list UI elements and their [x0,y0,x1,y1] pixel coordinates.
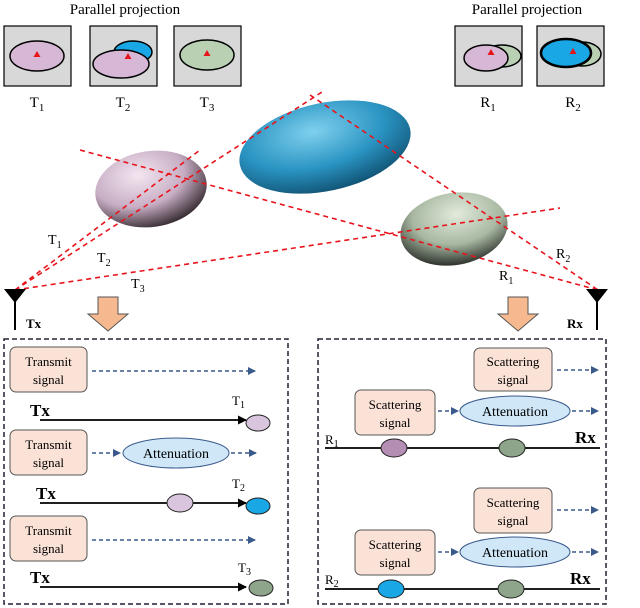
tx-antenna-label: Tx [26,316,42,331]
scatterer-blue [239,100,411,194]
attenuation-label: Attenuation [482,405,548,420]
transmit-signal-box [9,429,88,476]
scatterer-green [400,192,508,266]
transmit-signal-box [9,515,88,562]
projection-label-t3: T3 [200,95,215,114]
center-marker-icon [124,53,132,59]
box-line-1: Scattering [369,537,422,552]
scattering-signal-box [354,529,436,576]
projection-label-r1: R1 [480,95,496,114]
axis-label-tx: Tx [30,568,50,587]
attenuation-label: Attenuation [482,546,548,561]
projection-box-t1 [3,25,72,87]
axis-label-tx: Tx [36,484,56,503]
scatterer-node [498,438,526,458]
attenuation-node [459,536,571,568]
projection-box-t3 [173,25,242,87]
tx-row-2: Transmit signal Attenuation Tx T2 [9,429,271,515]
ray-label-t2: T2 [97,251,111,269]
center-marker-icon [569,48,577,54]
transmit-signal-box [9,346,88,393]
box-line-1: Scattering [487,354,540,369]
projection-label-t1: T1 [30,95,45,114]
attenuation-node [459,395,571,427]
box-line-2: signal [33,455,64,470]
box-line-1: Scattering [369,397,422,412]
scatterer-node [245,497,271,515]
scatterer-node [245,414,271,432]
axis-label-r: R2 [325,572,339,590]
scatterer-node [248,579,274,597]
center-marker-icon [203,50,211,56]
box-line-1: Transmit [25,354,72,369]
ray-r2 [309,94,599,291]
tx-row-3: Transmit signal Tx T3 [9,515,274,597]
projection-label-r2: R2 [565,95,581,114]
axis-label-rx: Rx [570,569,591,588]
scatterer-node [380,438,408,458]
end-label: T3 [238,560,251,578]
ray-lines [14,91,599,291]
ray-label-t1: T1 [48,233,62,251]
tx-down-arrow-icon [86,296,130,332]
attenuation-label: Attenuation [143,447,209,462]
ray-label-r1: R1 [499,269,513,287]
scatterer-node [377,579,405,599]
projection-box-r1 [454,25,523,87]
left-projection-title: Parallel projection [70,2,181,18]
ray-label-r2: R2 [556,247,570,265]
scattering-signal-box [473,487,553,534]
box-line-2: signal [379,555,410,570]
box-line-2: signal [497,372,528,387]
ray-label-t3: T3 [131,277,145,295]
box-line-2: signal [33,372,64,387]
scattering-signal-box [473,347,553,392]
projection-box-t2 [89,25,158,87]
rx-down-arrow-icon [496,296,540,332]
center-marker-icon [487,49,495,55]
rx-group-1: Scattering signal Scattering signal Atte… [325,347,600,458]
axis-label-tx: Tx [30,401,50,420]
ray-t2 [14,91,323,291]
rx-antenna-label: Rx [567,316,583,331]
scattering-signal-box [354,389,436,436]
rx-group-2: Scattering signal Scattering signal Atte… [325,487,600,599]
end-label: T2 [232,476,245,494]
rx-panel-frame [317,338,607,605]
tx-panel-frame [3,338,289,605]
box-line-1: Transmit [25,437,72,452]
tx-row-1: Transmit signal Tx T1 [9,346,271,432]
projection-label-t2: T2 [116,95,131,114]
end-label: T1 [232,393,245,411]
tx-antenna-icon [4,289,26,330]
box-line-1: Transmit [25,523,72,538]
attenuation-node [122,437,230,469]
axis-label-r: R1 [325,432,339,450]
box-line-2: signal [497,513,528,528]
scatterer-node [166,493,194,513]
right-projection-title: Parallel projection [472,2,583,18]
rx-antenna-icon [586,289,608,330]
scatterer-node [497,579,525,599]
axis-label-rx: Rx [575,428,596,447]
box-line-1: Scattering [487,495,540,510]
center-marker-icon [33,51,41,57]
box-line-2: signal [33,541,64,556]
projection-box-r2 [536,25,605,87]
box-line-2: signal [379,415,410,430]
ray-t3 [14,207,561,291]
